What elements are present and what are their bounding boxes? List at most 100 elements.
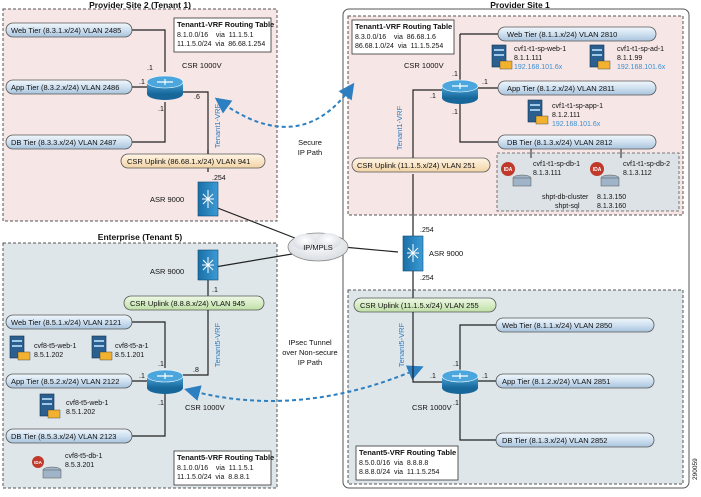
svg-text:CSR Uplink (11.1.5.x/24) VLAN: CSR Uplink (11.1.5.x/24) VLAN 255 <box>360 301 479 310</box>
site1-t1-cluster-ip: 8.1.3.150 <box>597 194 626 201</box>
site1-t1-csr-uplink-tube: CSR Uplink (11.1.5.x/24) VLAN 251 <box>351 157 491 173</box>
site1-addr-asr-bottom: .254 <box>420 275 434 282</box>
site1-t1-app1-server-icon <box>527 99 549 125</box>
enterprise-app-web1-name: cvf8-t5-web-1 <box>66 400 109 407</box>
site1-t1-router-label: CSR 1000V <box>404 61 444 70</box>
enterprise-addr-app: .1 <box>139 373 145 380</box>
enterprise-db1-database-icon: IDA <box>32 456 62 479</box>
enterprise-rt-row-2: 11.1.5.0/24 via 8.8.8.1 <box>177 474 250 481</box>
ipsec-label-3: IP Path <box>298 358 322 367</box>
enterprise-db1-name: cvf8-t5-db-1 <box>65 453 102 460</box>
site1-addr-asr-top: .254 <box>420 227 434 234</box>
svg-text:App Tier (8.5.2.x/24) VLAN 21: App Tier (8.5.2.x/24) VLAN 2122 <box>11 377 119 386</box>
site1-t5-uplink-link <box>412 312 442 383</box>
site1-t1-db2-database-icon: IDA <box>590 162 620 187</box>
enterprise-web1-server-icon <box>9 335 31 361</box>
asr2-to-cloud-link <box>214 206 301 241</box>
svg-text:IDA: IDA <box>504 167 513 173</box>
site1-t5-rt-row-1: 8.5.0.0/16 via 8.8.8.8 <box>359 460 428 467</box>
enterprise-addr-db: .1 <box>158 400 164 407</box>
site1-t5-addr-3: .1 <box>453 400 459 407</box>
site1-t1-ad1-ip: 8.1.1.99 <box>617 55 642 62</box>
site1-t1-addr-4: .1 <box>430 93 436 100</box>
site1-t5-csr-router-icon <box>441 369 479 394</box>
site1-t1-cluster-name: shpt-db-cluster <box>542 194 589 201</box>
enterprise-app-tier-tube: App Tier (8.5.2.x/24) VLAN 2122 <box>5 373 133 389</box>
site1-t5-addr-1: .1 <box>453 361 459 368</box>
site1-t5-rt-title: Tenant5-VRF Routing Table <box>359 448 456 457</box>
site1-t1-rt-row-1: 8.3.0.0/16 via 86.68.1.6 <box>355 34 436 41</box>
enterprise-router-label: CSR 1000V <box>185 403 225 412</box>
site2-addr-db: .1 <box>158 106 164 113</box>
site1-t1-sql-ip: 8.1.3.160 <box>597 203 626 210</box>
site2-vrf-label: Tenant1-VRF <box>213 103 222 148</box>
enterprise-addr-web: .1 <box>158 361 164 368</box>
enterprise-app-web1-server-icon <box>39 393 61 419</box>
site2-app-tier-tube: App Tier (8.3.2.x/24) VLAN 2486 <box>5 79 133 95</box>
enterprise-title: Enterprise (Tenant 5) <box>98 232 183 242</box>
site1-t1-app1-name: cvf1-t1-sp-app-1 <box>552 103 603 110</box>
site1-t1-web-tier-tube: Web Tier (8.1.1.x/24) VLAN 2810 <box>497 26 657 42</box>
svg-text:Web Tier (8.1.1.x/24) VLAN 28: Web Tier (8.1.1.x/24) VLAN 2850 <box>502 321 612 330</box>
site1-t1-vrf-label: Tenant1-VRF <box>395 105 404 150</box>
site1-t1-db1-ip: 8.1.3.111 <box>533 170 561 177</box>
site1-asr-label: ASR 9000 <box>429 249 463 258</box>
site1-t1-db-tier-tube: DB Tier (8.1.3.x/24) VLAN 2812 <box>497 134 657 150</box>
site1-t1-db2-name: cvf1-t1-sp-db-2 <box>623 161 670 168</box>
cloud-to-asr1-link <box>342 246 399 253</box>
svg-text:DB Tier (8.3.3.x/24) VLAN 248: DB Tier (8.3.3.x/24) VLAN 2487 <box>11 138 116 147</box>
site1-t1-addr-2: .1 <box>482 79 488 86</box>
svg-text:App Tier (8.3.2.x/24) VLAN 24: App Tier (8.3.2.x/24) VLAN 2486 <box>11 83 119 92</box>
site1-t1-db1-name: cvf1-t1-sp-db-1 <box>533 161 580 168</box>
ipmpls-cloud-icon <box>287 232 349 262</box>
site1-t1-web1-ext: 192.168.101.6x <box>514 64 563 71</box>
svg-text:IDA: IDA <box>34 460 43 465</box>
site1-t1-sql-name: shpt-sql <box>555 203 580 210</box>
site1-t5-db-tier-tube: DB Tier (8.1.3.x/24) VLAN 2852 <box>495 432 655 448</box>
enterprise-vrf-label: Tenant5-VRF <box>213 322 222 367</box>
enterprise-a1-server-icon <box>91 335 113 361</box>
site1-t1-db1-database-icon: IDA <box>501 162 532 187</box>
site1-t1-ad1-name: cvf1-t1-sp-ad-1 <box>617 46 664 53</box>
site1-t1-ad1-server-icon <box>589 44 611 70</box>
site1-t1-db-link <box>459 102 500 143</box>
site1-t1-web1-ip: 8.1.1.111 <box>514 55 542 62</box>
provider-site1-title: Provider Site 1 <box>490 0 550 10</box>
ipmpls-label: IP/MPLS <box>303 243 333 252</box>
secure-path-arrow <box>214 82 355 128</box>
svg-text:App Tier (8.1.2.x/24) VLAN 28: App Tier (8.1.2.x/24) VLAN 2851 <box>502 377 610 386</box>
site1-t1-app-tier-tube: App Tier (8.1.2.x/24) VLAN 2811 <box>497 80 657 96</box>
secure-path-label-2: IP Path <box>298 148 322 157</box>
enterprise-addr-asr: .1 <box>212 287 218 294</box>
enterprise-db-tier-tube: DB Tier (8.5.3.x/24) VLAN 2123 <box>5 428 133 444</box>
site1-t5-addr-4: .1 <box>430 373 436 380</box>
site2-addr-web: .1 <box>147 65 153 72</box>
site2-db-tier-tube: DB Tier (8.3.3.x/24) VLAN 2487 <box>5 134 133 150</box>
enterprise-a1-name: cvf8-t5-a-1 <box>115 343 149 350</box>
site1-t5-router-label: CSR 1000V <box>412 403 452 412</box>
site1-t5-addr-2: .1 <box>482 373 488 380</box>
site2-rt-row-1: 8.1.0.0/16 via 11.1.5.1 <box>177 32 254 39</box>
enterprise-asr-label: ASR 9000 <box>150 267 184 276</box>
enterprise-uplink-link <box>182 310 209 376</box>
site2-asr9000-icon <box>197 181 219 217</box>
site1-t1-db2-ip: 8.1.3.112 <box>623 170 652 177</box>
site1-t1-csr-router-icon <box>441 79 479 104</box>
enterprise-csr-uplink-tube: CSR Uplink (8.8.8.x/24) VLAN 945 <box>123 295 265 311</box>
asr-ent-to-cloud-link <box>214 253 293 268</box>
svg-text:CSR Uplink (8.8.8.x/24) VLAN: CSR Uplink (8.8.8.x/24) VLAN 945 <box>130 299 245 308</box>
site1-t1-web1-server-icon <box>491 44 513 70</box>
site2-csr-uplink-tube: CSR Uplink (86.68.1.x/24) VLAN 941 <box>120 153 266 169</box>
provider-site2-title: Provider Site 2 (Tenant 1) <box>89 0 191 10</box>
site1-t1-app1-ext: 192.168.101.6x <box>552 121 601 128</box>
site1-t1-rt-row-2: 86.68.1.0/24 via 11.1.5.254 <box>355 43 443 50</box>
enterprise-web-tier-tube: Web Tier (8.5.1.x/24) VLAN 2121 <box>5 314 133 330</box>
site2-csr-router-icon <box>146 75 184 100</box>
enterprise-web1-ip: 8.5.1.202 <box>34 352 63 359</box>
site1-t5-app-tier-tube: App Tier (8.1.2.x/24) VLAN 2851 <box>495 373 655 389</box>
site2-rt-title: Tenant1-VRF Routing Table <box>177 20 274 29</box>
site1-t5-routing-table: Tenant5-VRF Routing Table 8.5.0.0/16 via… <box>355 445 459 481</box>
site2-addr-app: .1 <box>139 79 145 86</box>
enterprise-addr-up: .8 <box>193 367 199 374</box>
